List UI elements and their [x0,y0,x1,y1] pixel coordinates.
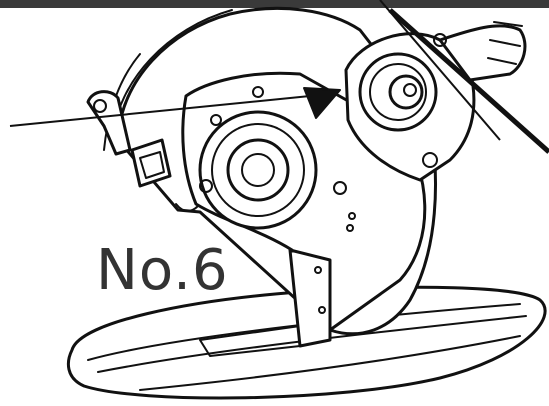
clip-detail [175,203,199,212]
arrow-icon [9,87,341,127]
step-label: No.6 [96,238,229,303]
knob-assembly [344,0,549,182]
lens-icon [198,110,318,230]
top-bar [0,0,549,8]
